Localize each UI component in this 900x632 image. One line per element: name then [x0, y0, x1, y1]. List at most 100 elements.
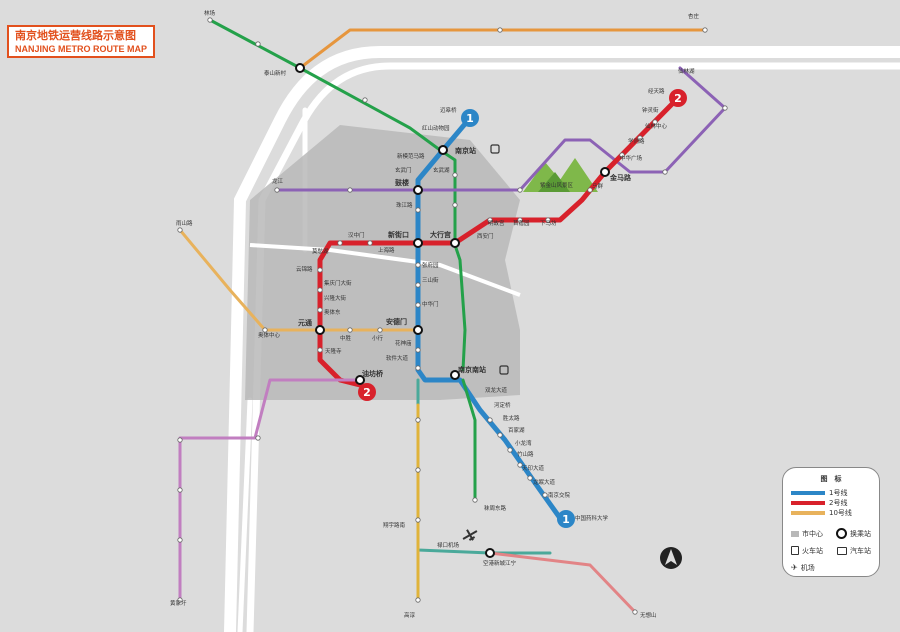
svg-text:张府园: 张府园 [422, 261, 439, 269]
regular-stations[interactable] [177, 17, 728, 615]
transfer-icon [836, 528, 847, 539]
svg-text:1: 1 [562, 513, 570, 526]
svg-text:马群: 马群 [592, 182, 604, 190]
svg-text:林场: 林场 [204, 9, 216, 17]
svg-text:胜太路: 胜太路 [503, 414, 520, 422]
svg-text:秣周东路: 秣周东路 [484, 504, 507, 512]
svg-text:经天路: 经天路 [648, 87, 665, 95]
svg-text:迈皋桥: 迈皋桥 [440, 106, 457, 114]
legend-line10-label: 10号线 [829, 509, 852, 517]
line-purple[interactable] [275, 66, 727, 192]
svg-text:上海路: 上海路 [378, 246, 395, 254]
legend-bus-label: 汽车站 [850, 546, 871, 555]
svg-text:苜蓿园: 苜蓿园 [513, 219, 530, 227]
legend-title: 图 标 [820, 475, 842, 483]
north-arrow-icon [660, 547, 682, 569]
svg-text:小行: 小行 [372, 334, 384, 342]
map-title-cn: 南京地铁运营线路示意图 [15, 29, 136, 42]
svg-text:中华广场: 中华广场 [620, 154, 643, 162]
svg-text:云锦路: 云锦路 [296, 265, 313, 273]
svg-text:竹山路: 竹山路 [517, 450, 534, 458]
line-green-south[interactable] [461, 378, 477, 502]
svg-text:天印大道: 天印大道 [522, 464, 545, 472]
svg-text:天隆寺: 天隆寺 [325, 347, 342, 355]
line-2[interactable] [317, 95, 681, 388]
svg-text:1: 1 [466, 112, 474, 125]
svg-text:玄武湖: 玄武湖 [433, 166, 450, 174]
legend-box: 图 标 1号线 2号线 10号线 市中心 换乘站 火车站 汽车站 ✈ 机场 [782, 467, 880, 577]
svg-text:下马坊: 下马坊 [540, 219, 557, 227]
svg-text:龙江: 龙江 [272, 177, 284, 185]
train-station-icon [791, 546, 799, 555]
city-center-area [245, 125, 520, 400]
transfer-stations[interactable] [295, 63, 610, 558]
train-icon [490, 144, 509, 375]
svg-text:百家湖: 百家湖 [508, 426, 525, 434]
svg-text:空港新城江宁: 空港新城江宁 [483, 559, 517, 567]
svg-text:中华门: 中华门 [422, 300, 439, 308]
svg-text:南京交院: 南京交院 [548, 491, 571, 499]
svg-text:2: 2 [674, 92, 682, 105]
svg-text:仙林中心: 仙林中心 [645, 122, 668, 130]
map-title: 南京地铁运营线路示意图 NANJING METRO ROUTE MAP [7, 25, 155, 58]
svg-text:仙林湖: 仙林湖 [678, 67, 695, 75]
legend-line1-swatch [791, 491, 825, 495]
svg-text:红山动物园: 红山动物园 [422, 124, 450, 132]
legend-line10-swatch [791, 511, 825, 515]
legend-row-station: 火车站 汽车站 [791, 545, 871, 556]
svg-text:珠江路: 珠江路 [396, 201, 413, 209]
svg-text:花神庙: 花神庙 [395, 339, 412, 347]
svg-text:集庆门大街: 集庆门大街 [324, 279, 352, 287]
svg-text:中国药科大学: 中国药科大学 [575, 514, 609, 522]
line-lightpurple[interactable] [178, 378, 362, 602]
svg-text:南京站: 南京站 [455, 146, 476, 155]
svg-text:南京南站: 南京南站 [458, 365, 486, 374]
line-1-badge-south: 1 [557, 510, 575, 528]
legend-center-label: 市中心 [802, 529, 823, 538]
svg-text:西安门: 西安门 [477, 232, 494, 240]
svg-text:明故宫: 明故宫 [488, 219, 505, 227]
svg-text:兴隆大街: 兴隆大街 [324, 294, 347, 302]
zijinshan-label: 紫金山风景区 [540, 181, 574, 189]
svg-text:元通: 元通 [298, 318, 313, 327]
legend-airport-icon: ✈ [791, 563, 798, 572]
svg-text:安德门: 安德门 [386, 317, 407, 326]
legend-line2: 2号线 [791, 498, 871, 508]
svg-text:禄口机场: 禄口机场 [437, 541, 460, 549]
legend-line10: 10号线 [791, 508, 871, 518]
legend-line1: 1号线 [791, 488, 871, 498]
svg-text:大行宫: 大行宫 [430, 230, 451, 239]
legend-transfer-label: 换乘站 [850, 529, 871, 538]
svg-text:汉中门: 汉中门 [348, 231, 365, 239]
svg-text:奥体中心: 奥体中心 [258, 331, 281, 339]
station-labels: 林场 杏庄 泰山新村 迈皋桥 红山动物园 南京站 新模范马路 玄武门 玄武湖 鼓… [170, 9, 700, 619]
airport-icon [462, 529, 478, 541]
line-10[interactable] [178, 228, 420, 332]
svg-text:莫愁湖: 莫愁湖 [312, 247, 329, 255]
svg-text:无想山: 无想山 [640, 611, 657, 619]
line-orange-north[interactable] [298, 28, 707, 70]
legend-line2-label: 2号线 [829, 499, 848, 507]
svg-text:学则路: 学则路 [628, 137, 645, 145]
svg-text:翔宇路南: 翔宇路南 [383, 521, 406, 529]
svg-text:泰山新村: 泰山新村 [264, 69, 287, 77]
center-area-icon [791, 530, 799, 537]
svg-text:玄武门: 玄武门 [395, 166, 412, 174]
svg-text:小龙湾: 小龙湾 [515, 439, 532, 447]
line-pink[interactable] [488, 551, 637, 614]
svg-text:河定桥: 河定桥 [494, 401, 511, 409]
svg-text:新模范马路: 新模范马路 [397, 152, 425, 160]
svg-text:杏庄: 杏庄 [688, 12, 700, 20]
svg-text:2: 2 [363, 386, 371, 399]
city-inner-road [249, 243, 521, 297]
svg-text:高淳: 高淳 [404, 611, 416, 619]
svg-text:鼓楼: 鼓楼 [395, 178, 409, 187]
svg-text:雨山路: 雨山路 [176, 219, 193, 227]
svg-text:奥体东: 奥体东 [324, 308, 341, 316]
svg-text:中胜: 中胜 [340, 334, 352, 342]
line-2-badge-east: 2 [669, 89, 687, 107]
svg-text:三山街: 三山街 [422, 276, 439, 284]
legend-row-airport: ✈ 机场 [791, 562, 871, 573]
legend-train-label: 火车站 [802, 546, 823, 555]
